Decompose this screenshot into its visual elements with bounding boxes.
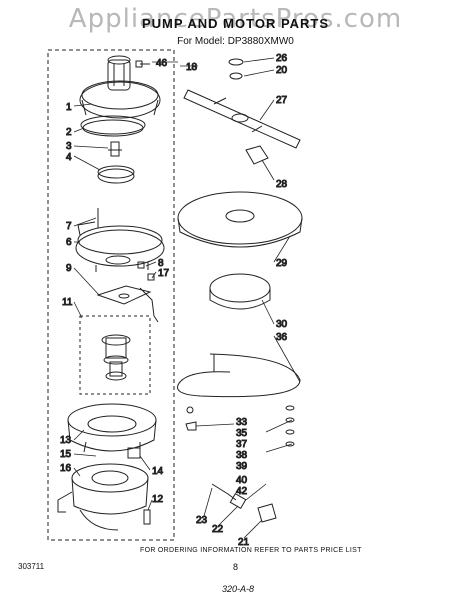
hose-connector [211,483,277,523]
callout-12: 12 [152,494,164,505]
callout-28: 28 [276,179,288,190]
spray-arm [183,89,301,149]
callout-23: 23 [196,515,208,526]
motor-mount-housing [67,403,157,453]
callout-3: 3 [66,141,72,152]
connector-3 [108,141,122,157]
callout-36: 36 [276,332,288,343]
callout-26: 26 [276,53,288,64]
callout-40: 40 [236,475,248,486]
callout-37: 37 [236,439,248,450]
callout-33: 33 [236,417,248,428]
callout-14: 14 [152,466,164,477]
gasket-ring-1 [80,115,146,135]
callout-46: 46 [156,58,168,69]
clip-28 [245,145,269,165]
callout-22: 22 [212,524,224,535]
washer-20 [229,72,243,80]
screw-8 [137,261,145,269]
callout-18: 18 [186,62,198,73]
heating-element [177,353,301,398]
callout-17: 17 [158,268,170,279]
callout-20: 20 [276,65,288,76]
watermark: AppliancePartsPros.com [68,4,403,34]
impeller-disc-4b [97,168,135,184]
pump-housing-top [79,55,161,119]
screw-46 [135,60,150,68]
inner-assembly-box [79,315,151,395]
callout-2: 2 [66,127,72,138]
page-number: 8 [233,562,239,572]
callout-6: 6 [66,237,72,248]
document-number: 303711 [18,562,45,571]
model-line: For Model: DP3880XMW0 [177,36,294,47]
callout-42: 42 [236,486,248,497]
callout-7: 7 [66,221,72,232]
callout-1: 1 [66,102,72,113]
callout-27: 27 [276,95,288,106]
callout-38: 38 [236,450,248,461]
callout-labels: 1 2 3 4 7 6 9 11 13 15 16 14 12 46 18 26… [60,53,289,549]
callout-30: 30 [276,319,288,330]
screw-12 [143,509,151,525]
callout-8: 8 [158,258,164,269]
drive-motor [57,463,149,531]
strainer-disc [177,191,303,248]
callout-11: 11 [62,297,73,308]
callout-21: 21 [238,537,250,548]
assembly-boundary [47,49,175,541]
ordering-info-note: FOR ORDERING INFORMATION REFER TO PARTS … [140,547,362,554]
nut-26 [228,58,244,66]
diagram-title: PUMP AND MOTOR PARTS [141,16,330,31]
seal-plate-9 [96,285,159,323]
part-14 [127,447,141,459]
callout-39: 39 [236,461,248,472]
pump-housing-middle-6 [75,221,165,272]
callout-29: 29 [276,258,288,269]
callout-4: 4 [66,152,72,163]
chopper-blade-assembly [101,334,131,381]
callout-9: 9 [66,263,72,274]
callout-15: 15 [60,449,72,460]
screw-17 [147,273,155,281]
callout-13: 13 [60,435,72,446]
filter-ring [209,273,271,310]
impeller-disc-4 [97,165,135,179]
terminal-hardware [185,405,295,447]
handwritten-note: 320-A-8 [222,584,255,594]
leader-lines [73,57,301,539]
callout-16: 16 [60,463,72,474]
callout-35: 35 [236,428,248,439]
